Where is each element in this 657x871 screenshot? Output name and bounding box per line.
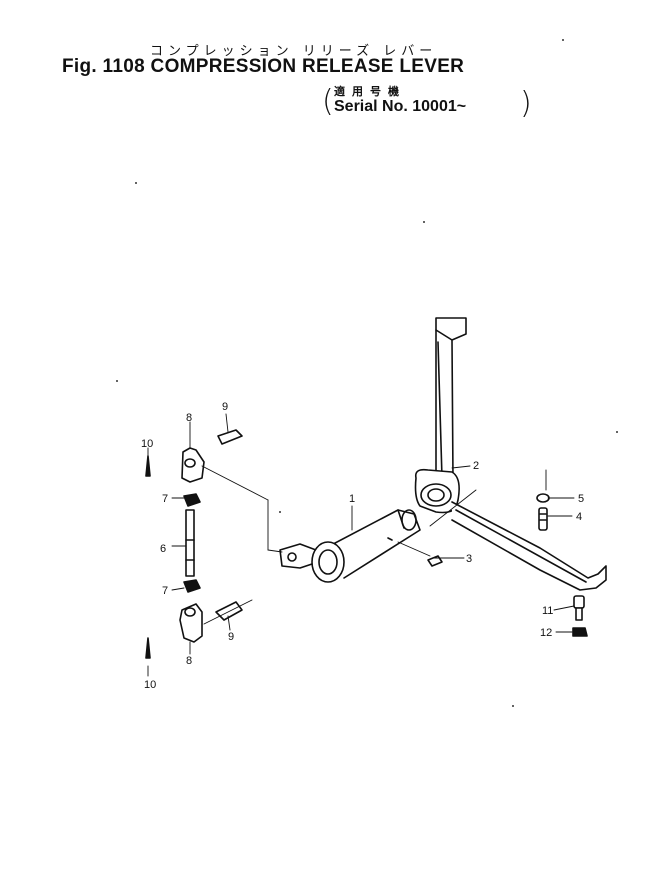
close-parenthesis: )	[520, 86, 532, 121]
callout-3: 3	[466, 553, 472, 565]
callout-9-upper: 9	[222, 401, 228, 413]
callout-1: 1	[349, 493, 355, 505]
lever-part-2	[414, 317, 607, 591]
pin-upper-part-9	[217, 429, 243, 445]
nut-upper-part-7	[183, 493, 201, 507]
shaft-part-1	[279, 509, 421, 583]
applicable-serial-label-jp: 適用号機	[334, 85, 406, 98]
callout-6: 6	[160, 543, 166, 555]
callout-8-lower: 8	[186, 655, 192, 667]
figure-title: Fig. 1108 COMPRESSION RELEASE LEVER	[62, 56, 465, 77]
callout-numbers: 1 2 3 4 5 6 7 7 8 8 9 9 10 10 11 12	[141, 401, 584, 691]
callout-7-lower: 7	[162, 585, 168, 597]
serial-number-range: Serial No. 10001~	[334, 98, 467, 115]
callout-10-lower: 10	[144, 679, 156, 691]
callout-8-upper: 8	[186, 412, 192, 424]
open-parenthesis: (	[322, 84, 334, 119]
bolt-part-4	[538, 507, 548, 531]
clevis-lower-part-8	[179, 603, 203, 643]
scan-specks	[116, 39, 618, 707]
callout-2: 2	[473, 460, 479, 472]
nut-lower-part-7	[183, 579, 201, 593]
rod-part-6	[185, 509, 195, 577]
callout-7-upper: 7	[162, 493, 168, 505]
leader-lines	[147, 413, 575, 677]
washer-part-5	[536, 493, 550, 503]
callout-11: 11	[542, 605, 553, 617]
clevis-upper-part-8	[181, 447, 205, 483]
callout-5: 5	[578, 493, 584, 505]
callout-10-upper: 10	[141, 438, 153, 450]
cotter-pin-upper-part-10	[145, 455, 151, 477]
key-part-3	[427, 555, 443, 567]
nut-part-12	[572, 627, 588, 637]
callout-9-lower: 9	[228, 631, 234, 643]
cotter-pin-lower-part-10	[145, 637, 151, 659]
callout-4: 4	[576, 511, 582, 523]
bolt-part-11	[573, 595, 585, 621]
callout-12: 12	[540, 627, 552, 639]
japanese-title: コンプレッション リリーズ レバー	[150, 44, 438, 59]
